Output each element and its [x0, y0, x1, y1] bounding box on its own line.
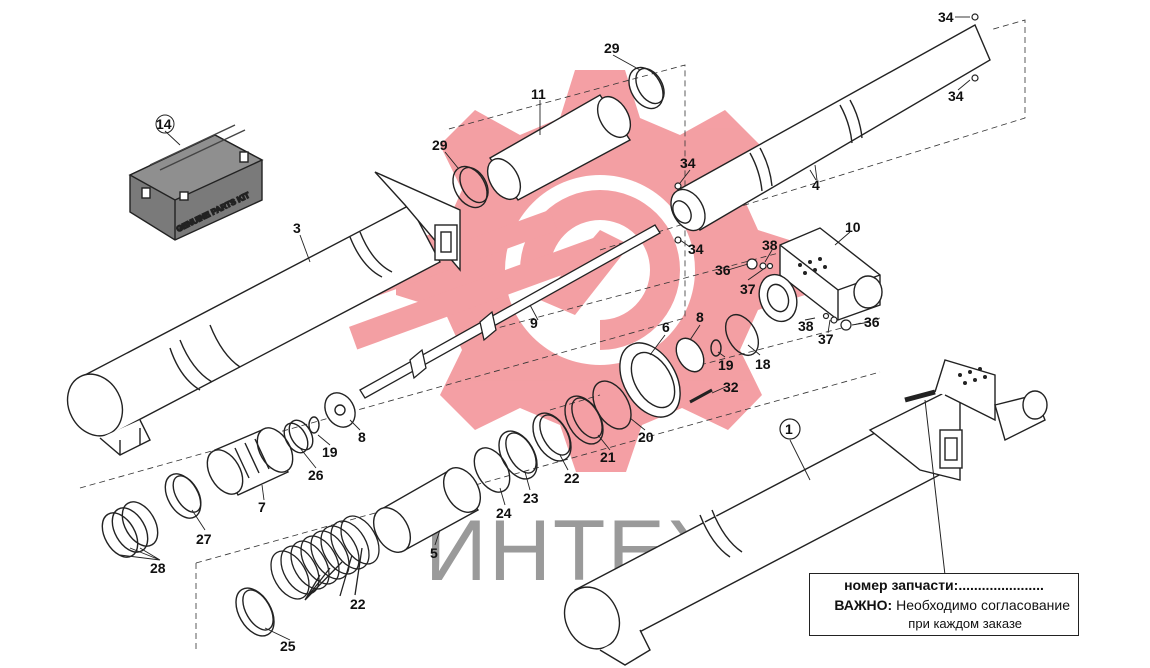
- part-28-rings: [101, 501, 159, 558]
- label-part-29-top: 29: [604, 40, 620, 56]
- label-part-11: 11: [531, 86, 546, 102]
- part-18-19-rings: [308, 314, 760, 434]
- label-part-34-a: 34: [938, 9, 954, 25]
- part-22-spring-stack: [270, 515, 380, 601]
- part-29-rings: [452, 66, 665, 209]
- label-part-6: 6: [662, 319, 670, 335]
- part-7-piston: [206, 427, 294, 496]
- part-3-cylinder: [66, 171, 461, 456]
- label-part-36-a: 36: [715, 262, 731, 278]
- label-part-4: 4: [812, 177, 820, 193]
- part-11-sleeve: [486, 94, 632, 201]
- label-part-24: 24: [496, 505, 512, 521]
- label-part-34-b: 34: [948, 88, 964, 104]
- label-part-14: 14: [156, 116, 172, 132]
- label-part-26: 26: [308, 467, 324, 483]
- important-text-2: при каждом заказе: [908, 616, 1022, 631]
- label-leader-lines: [119, 16, 971, 641]
- small-fasteners: [674, 13, 979, 331]
- part-number-label: номер запчасти:......................: [844, 577, 1044, 593]
- label-part-22-top: 22: [564, 470, 580, 486]
- label-part-36-b: 36: [864, 314, 880, 330]
- label-part-20: 20: [638, 429, 654, 445]
- label-part-19-left: 19: [322, 444, 338, 460]
- seal-rings-20-24: [473, 380, 632, 493]
- important-text: Необходимо согласование: [892, 597, 1070, 613]
- label-part-28: 28: [150, 560, 166, 576]
- order-notice-box: номер запчасти:...................... ВА…: [809, 573, 1079, 636]
- label-part-22-bottom: 22: [350, 596, 366, 612]
- part-6-gear-ring: [619, 342, 681, 418]
- label-part-38-b: 38: [798, 318, 814, 334]
- label-part-34-d: 34: [688, 241, 704, 257]
- part-1-cylinder: [563, 359, 1048, 666]
- part-1-marker-circle: [779, 418, 801, 440]
- part-14-marker-circle: [155, 114, 175, 134]
- logo-inner-swirl: [520, 190, 680, 270]
- important-label: ВАЖНО:: [834, 597, 893, 613]
- part-27-ring: [164, 473, 202, 519]
- label-part-29-left: 29: [432, 137, 448, 153]
- part-26-rings: [283, 419, 314, 454]
- label-part-21: 21: [600, 449, 616, 465]
- part-32-bolt: [689, 388, 713, 404]
- part-10-clevis: [758, 227, 883, 323]
- label-part-3: 3: [293, 220, 301, 236]
- label-part-37-a: 37: [740, 281, 756, 297]
- part-4-tube: [670, 24, 991, 232]
- label-part-8-right: 8: [696, 309, 704, 325]
- label-part-1: 1: [785, 421, 793, 437]
- label-part-23: 23: [523, 490, 539, 506]
- label-part-8-left: 8: [358, 429, 366, 445]
- label-part-27: 27: [196, 531, 212, 547]
- label-part-38-a: 38: [762, 237, 778, 253]
- part-14-kit-box: GENUINE PARTS KIT: [128, 124, 264, 241]
- label-part-34-c: 34: [680, 155, 696, 171]
- label-part-25: 25: [280, 638, 296, 654]
- notice-leader-line: [924, 399, 946, 576]
- label-part-18: 18: [755, 356, 771, 372]
- part-25-ring: [235, 587, 275, 637]
- label-part-37-b: 37: [818, 331, 834, 347]
- part-labels: 1 3 4 5 6 7 8 8 9 10 11 14 18 19 19 20 2…: [150, 9, 964, 654]
- label-part-5: 5: [430, 545, 438, 561]
- part-9-rod: [359, 224, 661, 399]
- label-part-10: 10: [845, 219, 861, 235]
- part-8-discs: [324, 337, 705, 428]
- label-part-7: 7: [258, 499, 266, 515]
- label-part-32: 32: [723, 379, 739, 395]
- part-5-bushing: [372, 467, 482, 553]
- label-part-9: 9: [530, 315, 538, 331]
- important-line: ВАЖНО: Необходимо согласование: [814, 595, 1074, 615]
- label-part-19-right: 19: [718, 357, 734, 373]
